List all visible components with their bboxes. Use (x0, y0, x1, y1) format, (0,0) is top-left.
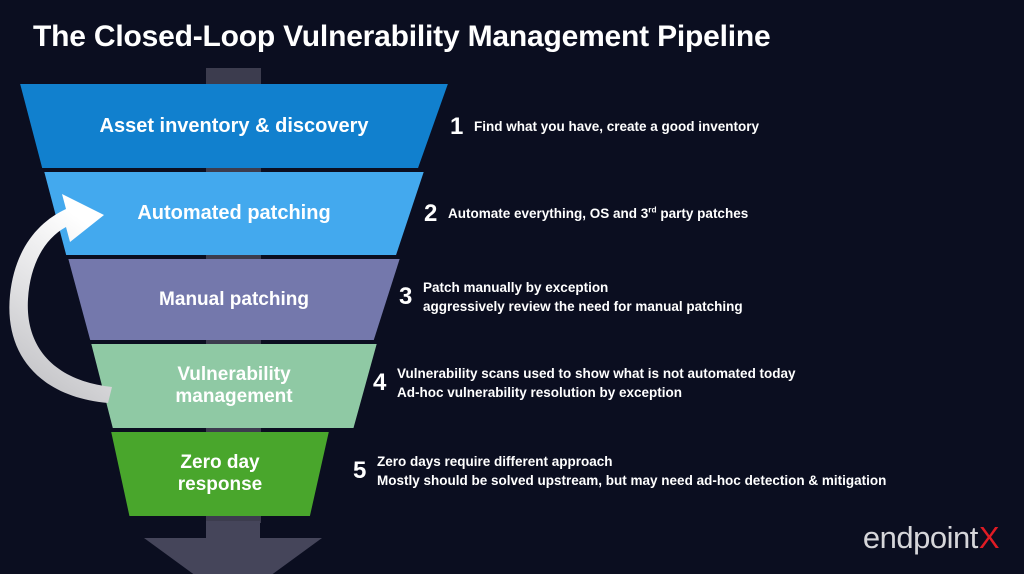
annotation-number: 3 (399, 283, 413, 311)
annotation-text: Automate everything, OS and 3rd party pa… (448, 204, 748, 223)
funnel-stage-asset-inventory[interactable]: Asset inventory & discovery (20, 84, 448, 168)
funnel-stage-label-line1: Vulnerability (177, 364, 291, 386)
annotation-row-2: 2 Automate everything, OS and 3rd party … (424, 200, 748, 228)
feedback-loop-arrow (0, 185, 140, 415)
funnel-stage-label: Vulnerability management (175, 364, 292, 407)
funnel-stage-label-line1: Zero day (180, 452, 260, 474)
funnel-stage-zero-day-response[interactable]: Zero day response (111, 432, 329, 516)
annotation-text: Vulnerability scans used to show what is… (397, 364, 796, 402)
annotation-line-2: aggressively review the need for manual … (423, 299, 743, 315)
annotation-line-1: Vulnerability scans used to show what is… (397, 366, 796, 381)
annotation-text: Zero days require different approach Mos… (377, 452, 886, 490)
annotation-row-1: 1 Find what you have, create a good inve… (450, 113, 759, 141)
annotation-text: Find what you have, create a good invent… (474, 117, 759, 136)
funnel-stage-label: Asset inventory & discovery (99, 114, 369, 137)
funnel-stage-label-line2: response (177, 474, 263, 495)
annotation-number: 1 (450, 113, 464, 140)
funnel-stage-vulnerability-management[interactable]: Vulnerability management (91, 344, 377, 428)
annotation-line-1: Zero days require different approach (377, 454, 613, 469)
funnel-stage-automated-patching[interactable]: Automated patching (44, 172, 424, 255)
annotation-text: Patch manually by exception aggressively… (423, 278, 743, 316)
annotation-row-4: 4 Vulnerability scans used to show what … (373, 364, 796, 402)
annotation-line-1-part-a: Automate everything, OS and 3 (448, 206, 649, 222)
funnel-stage-manual-patching[interactable]: Manual patching (68, 259, 400, 340)
brand-logo: endpoint X (862, 520, 1000, 556)
annotation-line-1: Find what you have, create a good invent… (474, 119, 760, 135)
brand-logo-x-mark: X (978, 520, 1000, 555)
page-title: The Closed-Loop Vulnerability Management… (33, 20, 771, 53)
output-down-arrow (128, 521, 338, 574)
funnel-stage-label: Automated patching (137, 202, 331, 225)
ordinal-suffix: rd (648, 204, 657, 215)
funnel-stage-label-line2: management (175, 386, 293, 407)
funnel-stage-label: Zero day response (178, 452, 262, 495)
annotation-line-1-part-b: party patches (656, 206, 749, 222)
annotation-line-2: Mostly should be solved upstream, but ma… (377, 473, 887, 489)
annotation-number: 4 (373, 369, 387, 397)
annotation-line-1: Patch manually by exception (423, 280, 609, 295)
annotation-row-3: 3 Patch manually by exception aggressive… (399, 278, 743, 316)
annotation-number: 2 (424, 200, 438, 227)
brand-logo-word: endpoint (862, 520, 978, 555)
annotation-row-5: 5 Zero days require different approach M… (353, 452, 886, 490)
annotation-number: 5 (353, 457, 367, 485)
funnel-stage-label: Manual patching (159, 288, 309, 310)
annotation-line-2: Ad-hoc vulnerability resolution by excep… (397, 385, 683, 401)
annotation-line-1: Automate everything, OS and 3rd party pa… (448, 204, 749, 222)
